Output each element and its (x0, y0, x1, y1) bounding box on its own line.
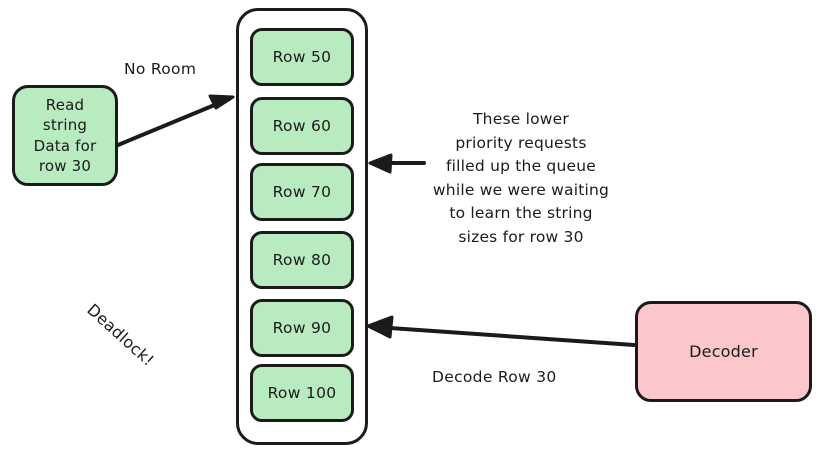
edge-label-decode-row-30: Decode Row 30 (432, 368, 557, 386)
read-request-node[interactable]: Read string Data for row 30 (12, 85, 118, 186)
queue-item[interactable]: Row 80 (250, 231, 354, 289)
annotation-queue-note: These lower priority requests filled up … (398, 108, 644, 249)
edge-label-no-room: No Room (124, 60, 197, 78)
note-line: filled up the queue (446, 157, 596, 176)
queue-item[interactable]: Row 50 (250, 28, 354, 86)
read-request-line: string (42, 116, 88, 135)
queue-item[interactable]: Row 70 (250, 163, 354, 221)
decoder-node[interactable]: Decoder (635, 301, 812, 402)
queue-item[interactable]: Row 90 (250, 299, 354, 357)
arrow-read-to-queue (116, 94, 235, 147)
note-line: while we were waiting (432, 180, 610, 199)
note-line: priority requests (455, 133, 587, 152)
arrow-decoder-to-queue (366, 315, 636, 347)
request-queue-container (236, 8, 368, 445)
note-line: These lower (473, 110, 569, 128)
decoder-label: Decoder (689, 341, 758, 361)
read-request-line: Data for (33, 136, 97, 155)
note-line: to learn the string (449, 204, 593, 223)
read-request-label: Read string Data for row 30 (34, 95, 97, 175)
read-request-line: Read (45, 96, 85, 115)
note-line: sizes for row 30 (458, 227, 584, 246)
queue-item[interactable]: Row 60 (250, 97, 354, 155)
queue-item[interactable]: Row 100 (250, 364, 354, 422)
annotation-deadlock: Deadlock! (83, 300, 159, 371)
read-request-line: row 30 (38, 156, 92, 175)
